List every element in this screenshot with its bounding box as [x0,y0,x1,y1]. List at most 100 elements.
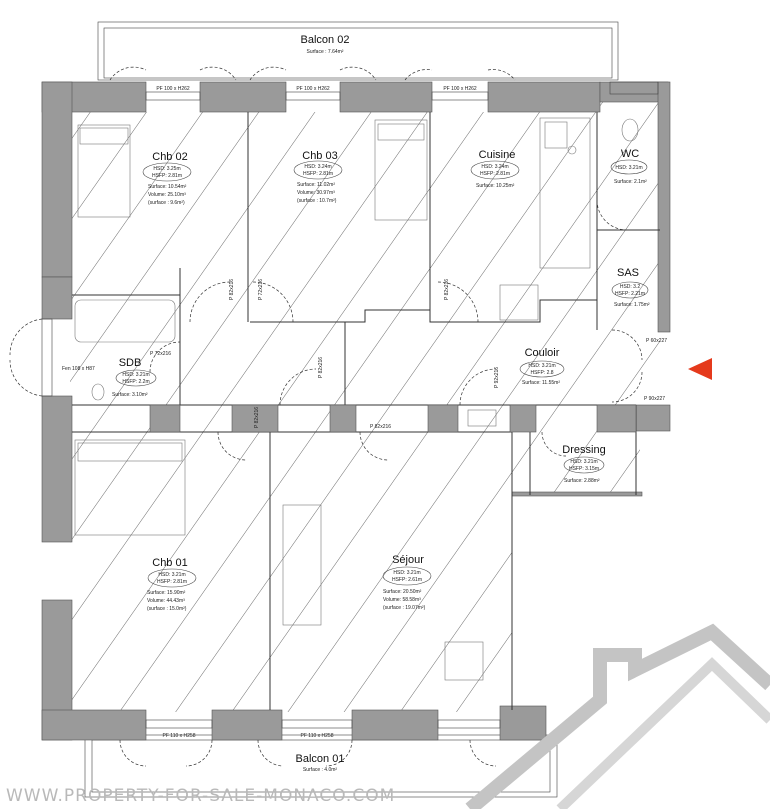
svg-text:HSFP: 2.21m: HSFP: 2.21m [615,291,645,297]
bathtub [74,299,176,343]
svg-text:Fen 108 x H87: Fen 108 x H87 [62,366,95,372]
svg-text:HSFP: 2.81m: HSFP: 2.81m [152,173,182,179]
door-swings [9,66,643,767]
svg-text:P 92x216: P 92x216 [494,367,500,388]
svg-text:Surface: 20.50m²: Surface: 20.50m² [383,589,422,595]
svg-text:Surface: 2.1m²: Surface: 2.1m² [614,179,647,185]
svg-text:HSFP: 2.2m: HSFP: 2.2m [122,379,149,385]
svg-text:SAS: SAS [617,267,639,279]
room-label-wc: WC HSD: 3.21m Surface: 2.1m² [610,148,648,185]
room-label-chb03: Chb 03 HSD: 3.24m HSFP: 2.81m Surface: 1… [293,150,343,204]
svg-text:HSD: 3.21m: HSD: 3.21m [393,570,420,576]
room-label-sas: SAS HSD: 3.2 HSFP: 2.21m Surface: 1.75m² [611,267,650,308]
svg-text:HSFP: 2.8: HSFP: 2.8 [530,370,553,376]
kitchen-counter [539,117,591,269]
svg-text:HSD: 3.25m: HSD: 3.25m [153,166,180,172]
svg-text:Chb 01: Chb 01 [152,557,187,569]
room-label-chb01: Chb 01 HSD: 3.21m HSFP: 2.81m Surface: 1… [147,557,197,612]
svg-text:WC: WC [621,148,639,160]
svg-text:HSFP: 2.81m: HSFP: 2.81m [480,171,510,177]
svg-text:Balcon 01: Balcon 01 [296,753,345,765]
watermark-text: WWW.PROPERTY-FOR-SALE-MONACO.COM [6,786,395,806]
svg-text:PF 110 x H258: PF 110 x H258 [301,733,334,739]
room-label-cuisine: Cuisine HSD: 3.24m HSFP: 2.81m Surface: … [470,149,520,189]
svg-text:(surface : 15.0m²): (surface : 15.0m²) [147,606,187,612]
svg-text:Surface : 4.0m²: Surface : 4.0m² [303,767,338,773]
svg-text:P 72x216: P 72x216 [150,351,171,357]
room-label-balcon02: Balcon 02 Surface : 7.64m² [301,34,350,55]
svg-text:Surface: 11.55m²: Surface: 11.55m² [522,380,560,386]
svg-text:P 82x216: P 82x216 [254,407,260,428]
svg-text:PF 110 x H258: PF 110 x H258 [163,733,196,739]
svg-text:Volume: 58.58m³: Volume: 58.58m³ [383,597,421,603]
svg-text:Volume: 44.43m³: Volume: 44.43m³ [147,598,185,604]
svg-text:SDB: SDB [119,357,142,369]
house-logo-watermark [465,623,770,809]
opening-labels: PF 100 x H262 PF 100 x H262 PF 100 x H26… [62,86,667,739]
svg-text:(surface : 10.7m²): (surface : 10.7m²) [297,198,337,204]
svg-text:HSD: 3.21m: HSD: 3.21m [615,165,642,171]
room-label-couloir: Couloir HSD: 3.21m HSFP: 2.8 Surface: 11… [519,347,565,386]
svg-text:Chb 02: Chb 02 [152,151,187,163]
svg-text:P 82x216: P 82x216 [229,279,235,300]
svg-text:Volume: 30.97m³: Volume: 30.97m³ [297,190,335,196]
svg-text:P 72x216: P 72x216 [258,279,264,300]
room-label-chb02: Chb 02 HSD: 3.25m HSFP: 2.81m Surface: 1… [142,151,192,206]
svg-text:HSFP: 2.61m: HSFP: 2.61m [392,577,422,583]
svg-text:Surface : 7.64m²: Surface : 7.64m² [307,49,344,55]
svg-text:PF 100 x H262: PF 100 x H262 [443,86,477,92]
svg-text:HSD: 3.24m: HSD: 3.24m [481,164,508,170]
svg-text:P 82x216: P 82x216 [318,357,324,378]
svg-text:P 82x216: P 82x216 [370,424,391,430]
svg-text:Surface: 1.75m²: Surface: 1.75m² [614,302,650,308]
svg-text:Dressing: Dressing [562,444,605,456]
svg-text:P 90x227: P 90x227 [644,396,665,402]
svg-text:Surface: 10.54m²: Surface: 10.54m² [148,184,187,190]
svg-text:Surface: 2.88m²: Surface: 2.88m² [564,478,600,484]
toilet-sdb [91,383,105,401]
room-label-balcon01: Balcon 01 Surface : 4.0m² [296,753,345,773]
svg-text:Surface: 15.90m²: Surface: 15.90m² [147,590,186,596]
toilet-wc [621,118,639,142]
svg-text:Couloir: Couloir [525,347,560,359]
svg-text:HSFP: 2.81m: HSFP: 2.81m [303,171,333,177]
svg-text:HSD: 3.21m: HSD: 3.21m [570,459,597,465]
room-label-sdb: SDB HSD: 3.21m HSFP: 2.2m Surface: 3.10m… [112,357,157,398]
svg-text:HSD: 3.21m: HSD: 3.21m [158,572,185,578]
svg-text:Balcon 02: Balcon 02 [301,34,350,46]
window-frames [41,81,659,729]
svg-text:P 82x216: P 82x216 [444,279,450,300]
svg-text:(surface : 9.6m²): (surface : 9.6m²) [148,200,185,206]
svg-text:Surface: 11.02m²: Surface: 11.02m² [297,182,335,188]
room-label-dressing: Dressing HSD: 3.21m HSFP: 3.15m Surface:… [562,444,605,484]
svg-text:HSD: 3.21m: HSD: 3.21m [528,363,555,369]
balcon-02-area [97,21,619,81]
armchair [444,641,484,681]
svg-text:Séjour: Séjour [392,554,424,566]
svg-text:PF 100 x H262: PF 100 x H262 [296,86,330,92]
svg-text:HSFP: 2.81m: HSFP: 2.81m [157,579,187,585]
svg-text:HSD: 3.21m: HSD: 3.21m [122,372,149,378]
svg-text:PF 100 x H262: PF 100 x H262 [156,86,190,92]
room-label-sejour: Séjour HSD: 3.21m HSFP: 2.61m Surface: 2… [382,554,432,611]
balcon-01-area [84,734,558,798]
entrance-arrow-icon [688,358,712,380]
svg-text:Cuisine: Cuisine [479,149,516,161]
svg-text:Surface: 3.10m²: Surface: 3.10m² [112,392,148,398]
furniture [74,117,639,681]
svg-text:Volume: 25.10m³: Volume: 25.10m³ [148,192,186,198]
svg-text:HSD: 3.24m: HSD: 3.24m [304,164,331,170]
bed-chb02 [77,124,131,218]
svg-text:P 60x227: P 60x227 [646,338,667,344]
svg-text:HSD: 3.2: HSD: 3.2 [620,284,641,290]
bed-chb03 [374,119,428,221]
svg-text:Surface: 10.25m²: Surface: 10.25m² [476,183,515,189]
hatched-floor [70,95,660,712]
svg-text:Chb 03: Chb 03 [302,150,337,162]
sofa [282,504,322,626]
interior-walls [72,112,660,710]
svg-text:HSFP: 3.15m: HSFP: 3.15m [569,466,599,472]
outer-walls [41,81,671,741]
bed-chb01 [74,439,186,536]
